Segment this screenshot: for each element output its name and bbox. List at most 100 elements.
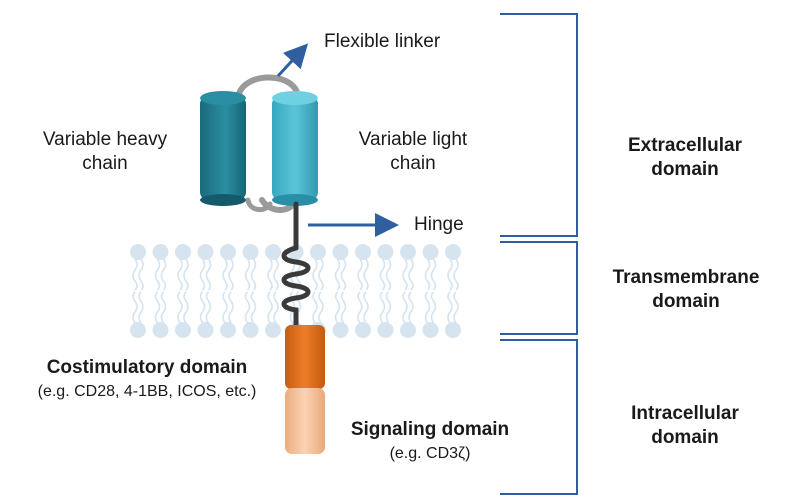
lipid-tail-bottom xyxy=(340,291,347,324)
lipid-head-bottom xyxy=(130,322,146,338)
lipid-tail-top xyxy=(385,258,392,291)
lipid-tail-top xyxy=(402,258,408,291)
lipid-tail-top xyxy=(357,258,363,291)
cell-membrane xyxy=(130,244,461,338)
lipid-head-top xyxy=(377,244,394,260)
lipid-head-top xyxy=(332,244,349,260)
flexible-linker-connector xyxy=(245,197,273,212)
lipid-tail-bottom xyxy=(402,291,408,324)
lipid-tail-top xyxy=(267,258,273,291)
lipid-tail-bottom xyxy=(318,291,324,324)
lipid-head-bottom xyxy=(197,322,214,338)
lipid-tail-bottom xyxy=(424,291,431,324)
lipid-head-top xyxy=(445,244,461,260)
lipid-tail-top xyxy=(334,258,341,291)
lipid-head-top xyxy=(265,244,281,260)
lipid-tail-top xyxy=(312,258,318,291)
lipid-tail-bottom xyxy=(289,291,296,324)
lipid-tail-bottom xyxy=(222,291,228,324)
variable-heavy-chain-shape xyxy=(200,91,246,206)
lipid-tail-bottom xyxy=(447,291,453,324)
extracellular-domain-label: Extracellular domain xyxy=(590,134,780,182)
lipid-head-top xyxy=(310,244,326,260)
lipid-head-bottom xyxy=(377,322,394,338)
extracellular-line-2: domain xyxy=(651,159,719,180)
lipid-tail-bottom xyxy=(385,291,392,324)
lipid-tail-bottom xyxy=(453,291,459,324)
lipid-tail-top xyxy=(138,258,144,291)
lipid-tail-top xyxy=(199,258,206,291)
variable-heavy-chain-line-2: chain xyxy=(82,153,128,174)
lipid-tail-bottom xyxy=(228,291,234,324)
signaling-domain-shape xyxy=(285,388,325,454)
hinge-label: Hinge xyxy=(414,214,464,235)
variable-heavy-chain-line-1: Variable heavy xyxy=(42,129,168,150)
lipid-tail-top xyxy=(408,258,414,291)
lipid-tail-top xyxy=(183,258,189,291)
lipid-tail-bottom xyxy=(154,291,161,324)
lipid-tail-bottom xyxy=(160,291,167,324)
lipid-head-bottom xyxy=(152,322,169,338)
lipid-tail-top xyxy=(273,258,279,291)
lipid-tail-top xyxy=(250,258,257,291)
lipid-tail-top xyxy=(363,258,369,291)
lipid-tail-bottom xyxy=(244,291,251,324)
lipid-tail-bottom xyxy=(408,291,414,324)
transmembrane-domain-label: Transmembrane domain xyxy=(580,266,792,314)
transmembrane-coil xyxy=(281,245,311,329)
variable-light-chain-shape xyxy=(272,91,318,206)
extracellular-line-1: Extracellular xyxy=(627,135,743,156)
lipid-head-bottom xyxy=(332,322,349,338)
lipid-head-bottom xyxy=(220,322,236,338)
flexible-linker-arrow xyxy=(276,43,309,78)
lipid-tail-bottom xyxy=(199,291,206,324)
lipid-tail-top xyxy=(244,258,251,291)
lipid-tail-bottom xyxy=(205,291,212,324)
lipid-head-bottom xyxy=(265,322,281,338)
transmembrane-bracket xyxy=(500,241,578,335)
variable-heavy-chain-label: Variable heavy chain xyxy=(20,128,190,176)
lipid-head-bottom xyxy=(242,322,259,338)
lipid-tail-top xyxy=(205,258,212,291)
lipid-tail-top xyxy=(447,258,453,291)
lipid-tail-top xyxy=(154,258,161,291)
signaling-domain-label: Signaling domain xyxy=(350,419,510,440)
costimulatory-domain-shape xyxy=(285,325,325,389)
lipid-tail-bottom xyxy=(267,291,273,324)
lipid-tail-top xyxy=(160,258,167,291)
lipid-tail-bottom xyxy=(177,291,183,324)
lipid-head-bottom xyxy=(400,322,416,338)
lipid-head-top xyxy=(220,244,236,260)
lipid-head-bottom xyxy=(422,322,439,338)
lipid-head-top xyxy=(175,244,191,260)
lipid-tail-top xyxy=(228,258,234,291)
lipid-head-top xyxy=(355,244,371,260)
costimulatory-examples-label: (e.g. CD28, 4-1BB, ICOS, etc.) xyxy=(37,383,257,400)
variable-light-chain-label: Variable light chain xyxy=(338,128,488,176)
transmembrane-line-1: Transmembrane xyxy=(612,267,760,288)
lipid-tail-bottom xyxy=(430,291,437,324)
signaling-example-label: (e.g. CD3ζ) xyxy=(389,445,471,462)
lipid-tail-top xyxy=(318,258,324,291)
lipid-tail-bottom xyxy=(312,291,318,324)
flexible-linker-label: Flexible linker xyxy=(324,31,441,52)
lipid-tail-bottom xyxy=(334,291,341,324)
lipid-tail-top xyxy=(453,258,459,291)
lipid-tail-bottom xyxy=(363,291,369,324)
lipid-head-bottom xyxy=(175,322,191,338)
lipid-head-top xyxy=(152,244,169,260)
lipid-tail-top xyxy=(430,258,437,291)
lipid-tail-top xyxy=(379,258,386,291)
lipid-tail-bottom xyxy=(250,291,257,324)
lipid-tail-top xyxy=(222,258,228,291)
lipid-head-bottom xyxy=(445,322,461,338)
extracellular-bracket xyxy=(500,13,578,237)
intracellular-line-2: domain xyxy=(651,427,719,448)
lipid-tail-bottom xyxy=(138,291,144,324)
variable-light-chain-line-2: chain xyxy=(390,153,436,174)
lipid-head-top xyxy=(422,244,439,260)
lipid-tail-top xyxy=(132,258,138,291)
intracellular-bracket xyxy=(500,339,578,495)
lipid-tail-top xyxy=(177,258,183,291)
lipid-tail-bottom xyxy=(357,291,363,324)
